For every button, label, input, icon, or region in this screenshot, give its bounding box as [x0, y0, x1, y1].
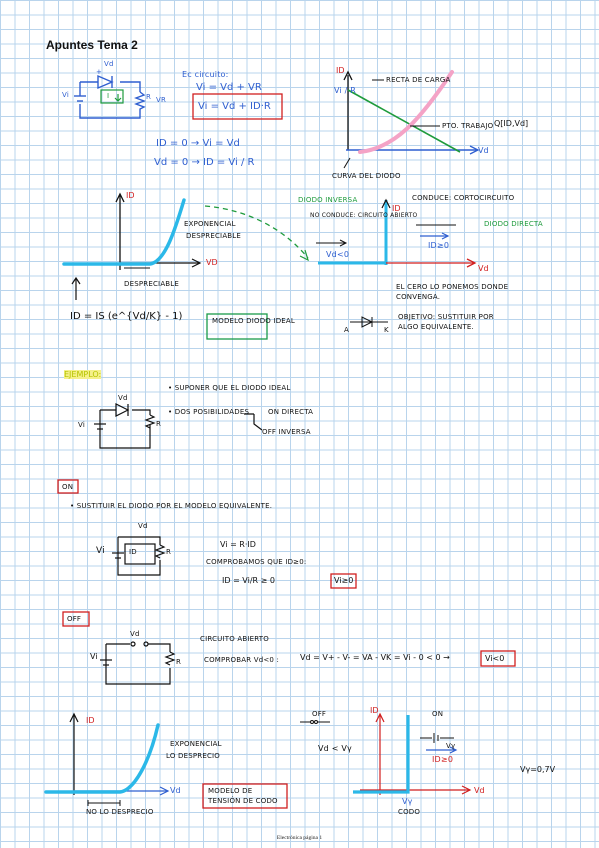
equation-id-zero: ID = 0 → Vi = Vd	[156, 138, 240, 149]
page-footer: Electrónica página 1	[276, 835, 323, 841]
on-direct-text: ON DIRECTA	[268, 408, 314, 416]
knee-off-label: OFF	[312, 710, 327, 718]
circuit-plus: +	[96, 68, 103, 76]
knee-model-graph	[300, 712, 472, 795]
loadline-label: RECTA DE CARGA	[386, 76, 451, 84]
forward-diode-label: DIODO DIRECTA	[484, 220, 543, 228]
on-vi-label: Vi	[96, 546, 105, 556]
off-r-label: R	[176, 658, 182, 666]
knee-x-label: Vd	[170, 786, 181, 795]
ideal-model-graph	[316, 198, 477, 328]
diode-curve-label: CURVA DEL DIODO	[332, 172, 401, 180]
knee-on-label: ON	[432, 710, 444, 718]
diode-graph-x-label: VD	[206, 258, 218, 267]
assume-ideal-text: • SUPONER QUE EL DIODO IDEAL	[168, 384, 291, 392]
circuit-vr-label: VR	[156, 96, 167, 104]
page-title: Apuntes Tema 2	[46, 38, 138, 52]
shockley-equation: ID = IS (e^{Vd/K} - 1)	[70, 311, 183, 322]
off-circuit	[100, 641, 176, 685]
equation-kvl: Vi = Vd + VR	[196, 82, 262, 93]
on-r-label: R	[166, 548, 172, 556]
not-negligible-label: NO LO DESPRECIO	[86, 808, 154, 816]
vd-less-vgamma: Vd < Vγ	[318, 744, 352, 753]
current-loop	[100, 89, 124, 104]
vd-negative-label: Vd<0	[326, 250, 350, 259]
conduction-label: CONDUCE: CORTOCIRCUITO	[412, 194, 515, 202]
ideal-model-box	[206, 313, 268, 340]
off-vd-label: Vd	[130, 630, 140, 638]
vgamma-source-label: Vγ	[446, 742, 456, 750]
ideal-model-title: MODELO DIODO IDEAL	[212, 317, 296, 325]
anode-label: A	[344, 326, 349, 334]
example-circuit	[94, 403, 263, 449]
circuit-vd-label: Vd	[104, 60, 114, 68]
negligible-label: DESPRECIABLE	[186, 232, 242, 240]
equation-vd-zero: Vd = 0 → ID = Vi / R	[154, 157, 255, 168]
load-line-graph	[343, 70, 480, 169]
reverse-diode-label: DIODO INVERSA	[298, 196, 358, 204]
off-tag: OFF	[67, 615, 82, 623]
knee-exponential-label: EXPONENCIAL	[170, 740, 222, 748]
on-eq-ohm: Vi = R·ID	[220, 540, 256, 549]
knee-graph	[44, 712, 170, 806]
on-tag-box	[57, 479, 79, 494]
knee-model-box	[202, 783, 288, 809]
off-result-box	[480, 650, 516, 667]
exponential-label: EXPONENCIAL	[184, 220, 236, 228]
knee-point-label: CODO	[398, 808, 421, 816]
example-vd-label: Vd	[118, 394, 128, 402]
equation-kvl-ohm: Vi = Vd + ID·R	[198, 101, 271, 112]
two-options-text: • DOS POSIBILIDADES	[168, 408, 250, 416]
diode-curve-graph	[62, 192, 309, 300]
knee-model-title: MODELO DE TENSIÓN DE CODO	[208, 787, 278, 805]
loadline-y-label: ID	[336, 66, 345, 75]
on-result: Vi≥0	[334, 576, 354, 585]
off-result: Vi<0	[485, 654, 505, 663]
q-point-label: Q[ID,Vd]	[494, 119, 529, 128]
circuit-eq-heading: Ec circuito:	[182, 70, 229, 79]
example-heading: EJEMPLO:	[64, 370, 102, 379]
knee-id-positive: ID≥0	[432, 755, 454, 764]
diode-graph-y-label: ID	[126, 191, 135, 200]
ideal-x-label: Vd	[478, 264, 489, 273]
work-point-label: PTO. TRABAJO	[442, 122, 494, 130]
circuit-vi-label: Vi	[62, 91, 69, 99]
ideal-y-label: ID	[392, 204, 401, 213]
on-tag: ON	[62, 483, 74, 491]
negligible-zone-label: DESPRECIABLE	[124, 280, 180, 288]
loadline-x-label: Vd	[478, 146, 489, 155]
knee-y-label: ID	[86, 716, 95, 725]
on-check-text: COMPROBAMOS QUE ID≥0:	[206, 558, 307, 566]
knee2-y-label: ID	[370, 706, 379, 715]
objective-note: OBJETIVO: SUSTITUIR POR ALGO EQUIVALENTE…	[398, 313, 494, 331]
circuit-diagram	[74, 74, 146, 119]
loadline-y-tick: Vi / R	[334, 86, 357, 95]
vgamma-tick: Vγ	[402, 797, 413, 806]
substitute-text: • SUSTITUIR EL DIODO POR EL MODELO EQUIV…	[70, 502, 273, 510]
formula-box	[192, 93, 283, 120]
no-conduction-label: NO CONDUCE: CIRCUITO ABIERTO	[310, 212, 418, 219]
example-r-label: R	[156, 420, 162, 428]
on-circuit	[112, 536, 166, 576]
on-eq-id: ID = Vi/R ≥ 0	[222, 576, 275, 585]
off-tag-box	[62, 611, 90, 627]
example-vi-label: Vi	[78, 421, 85, 429]
vgamma-value: Vγ=0,7V	[520, 765, 556, 774]
open-circuit-text: CIRCUITO ABIERTO	[200, 635, 269, 643]
circuit-r-label: R	[146, 93, 152, 101]
off-reverse-text: OFF INVERSA	[262, 428, 311, 436]
on-id-label: ID	[129, 548, 137, 556]
knee2-x-label: Vd	[474, 786, 485, 795]
knee-negligible-label: LO DESPRECIO	[166, 752, 221, 760]
on-vd-label: Vd	[138, 522, 148, 530]
on-result-box	[330, 573, 357, 589]
off-equation: Vd = V+ - V- = VA - VK = Vi - 0 < 0 →	[300, 653, 450, 662]
circuit-i-label: I	[107, 92, 110, 100]
zero-note: EL CERO LO PONEMOS DONDE CONVENGA.	[396, 283, 509, 301]
cathode-label: K	[384, 326, 389, 334]
id-positive-label: ID≥0	[428, 241, 450, 250]
off-check-text: COMPROBAR Vd<0 :	[204, 656, 280, 664]
off-vi-label: Vi	[90, 652, 98, 661]
